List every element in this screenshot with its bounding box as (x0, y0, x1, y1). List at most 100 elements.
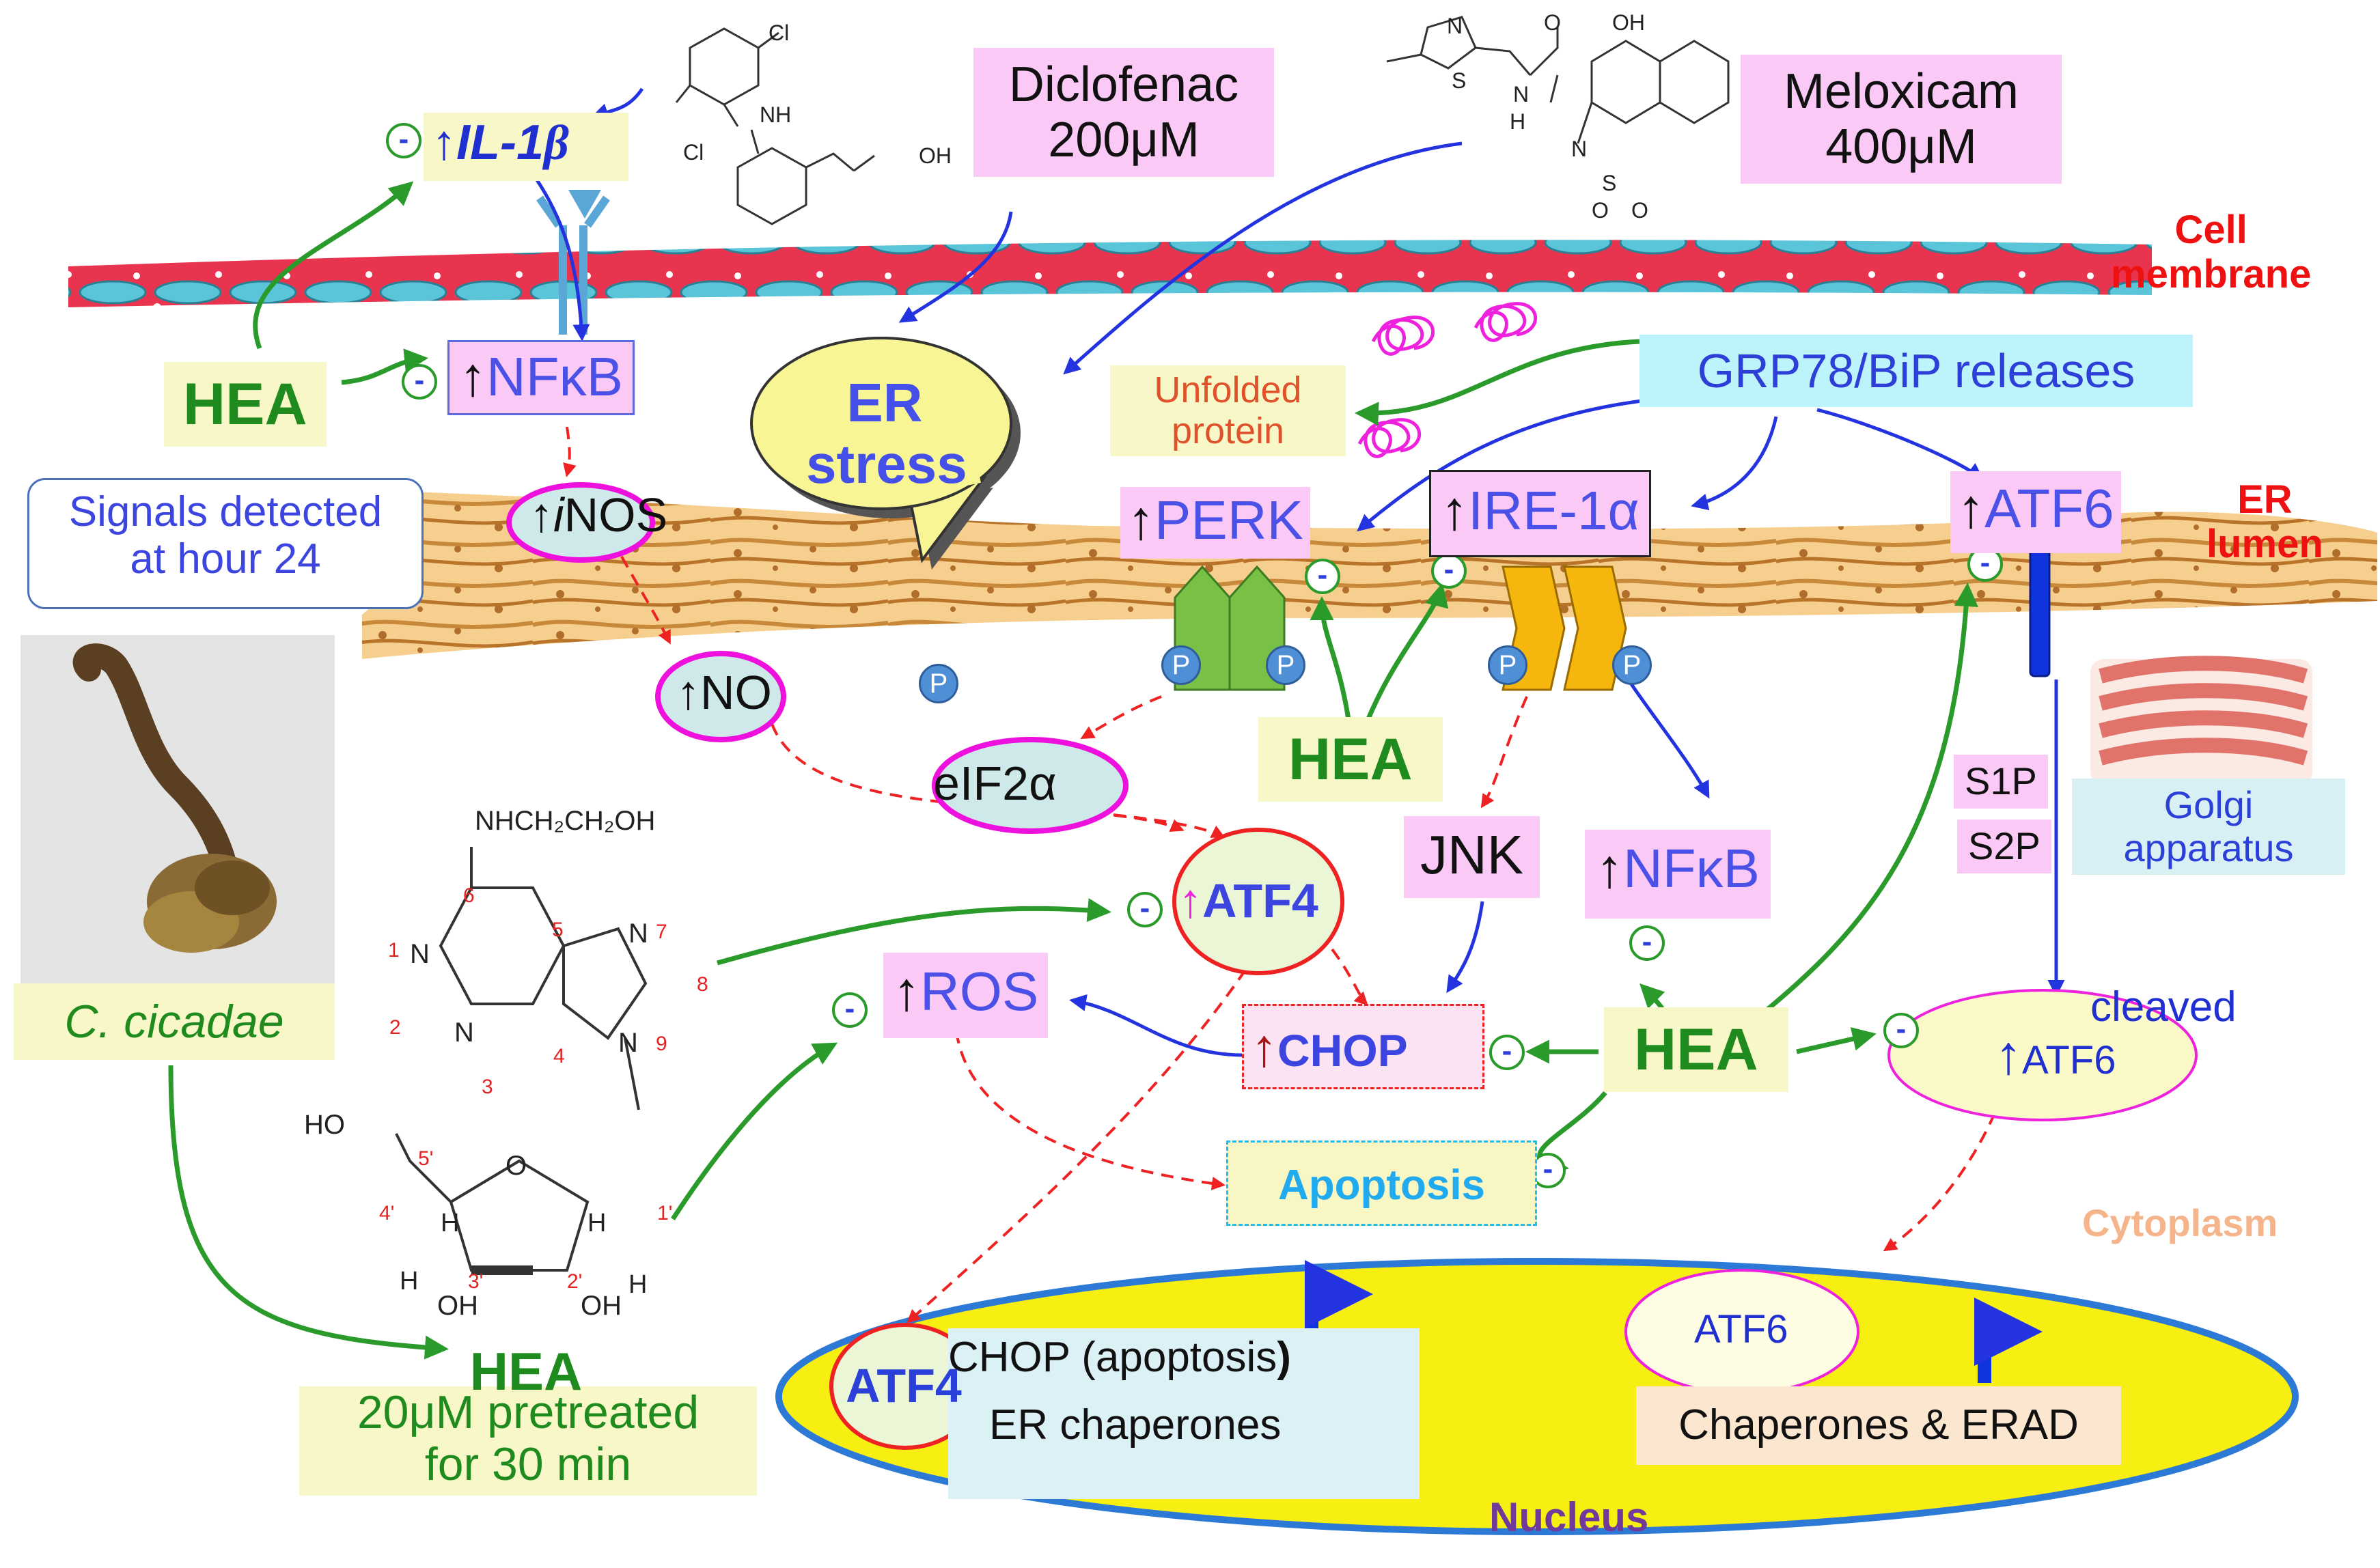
perk-box: ↑PERK (1120, 487, 1310, 559)
hea-position-number: 1 (388, 939, 400, 962)
hea-atom-h: H (400, 1267, 419, 1296)
nucleus-atf6-label: ATF6 (1694, 1307, 1788, 1352)
hea-box-top: HEA (164, 362, 327, 447)
hea-substituent: NHCH₂CH₂OH (475, 806, 656, 836)
phospho-marker: P (919, 664, 958, 703)
er-stress-bubble (750, 337, 1021, 570)
nucleus-atf4-label: ATF4 (846, 1359, 962, 1412)
inhibition-marker: - (386, 123, 421, 158)
diclofenac-structure (675, 27, 875, 225)
meloxicam-structure (1386, 16, 1730, 144)
inhibition-marker: - (1305, 559, 1340, 594)
hea-prime-number: 5' (418, 1147, 434, 1170)
chop-box: ↑CHOP (1242, 1004, 1484, 1089)
hea-dose-title: HEA (469, 1341, 583, 1401)
jnk-box: JNK (1404, 816, 1540, 898)
hea-position-number: 8 (697, 973, 708, 996)
phospho-marker: P (1488, 645, 1527, 685)
hea-structure (395, 847, 648, 1275)
il1-receptor-icon (536, 190, 610, 335)
hea-position-number: 5 (552, 919, 564, 941)
hea-position-number: 2 (389, 1016, 401, 1039)
atf6-transmembrane-icon (2029, 545, 2051, 677)
hea-prime-number: 2' (567, 1270, 583, 1293)
nucleus-label: Nucleus (1489, 1494, 1649, 1540)
hea-position-number: 3 (482, 1076, 493, 1098)
meloxicam-atom-o: O (1544, 10, 1561, 35)
hea-position-number: 7 (656, 921, 667, 943)
inhibition-marker: - (1431, 553, 1467, 589)
chaperones-erad-box: Chaperones & ERAD (1636, 1386, 2121, 1465)
cleaved-atf6-ellipse (1887, 989, 2198, 1121)
unfolded-protein-icon (1357, 302, 1537, 458)
meloxicam-atom-h: H (1510, 109, 1526, 134)
s1p-box: S1P (1954, 755, 2048, 809)
ire1a-box: ↑IRE-1α (1429, 470, 1651, 557)
inhibition-marker: - (1127, 892, 1163, 927)
hea-atom-n: N (410, 939, 430, 969)
meloxicam-atom-o: O (1631, 198, 1648, 223)
phospho-marker: P (1266, 645, 1305, 685)
hea-atom-ho: HO (304, 1110, 345, 1140)
grp78-label: GRP78/BiP releases (1639, 335, 2193, 408)
atf4-ellipse (1172, 828, 1344, 975)
no-label: ↑NO (676, 666, 772, 719)
atf4-label: ↑ATF4 (1178, 874, 1318, 927)
hea-prime-number: 1' (657, 1202, 673, 1224)
hea-atom-h: H (441, 1209, 460, 1237)
activation-arrows (524, 87, 2065, 1057)
eif2a-label: eIF2α (933, 757, 1057, 810)
eif2a-ellipse (932, 737, 1129, 834)
diclofenac-atom-nh: NH (760, 102, 792, 127)
hea-atom-oh: OH (437, 1291, 478, 1321)
hea-position-number: 6 (463, 884, 475, 907)
inhibition-marker: - (832, 992, 868, 1028)
inhibition-marker: - (1883, 1013, 1919, 1048)
phospho-marker: P (1612, 645, 1652, 685)
inhibition-marker: - (402, 364, 437, 400)
ros-box: ↑ROS (883, 953, 1049, 1038)
nfkb-top-box: ↑NFκB (447, 340, 635, 415)
hea-atom-n: N (618, 1028, 638, 1058)
hea-atom-o: O (506, 1151, 527, 1181)
inhibition-arrows (168, 181, 1978, 1360)
hea-prime-number: 3' (468, 1270, 484, 1293)
hea-atom-n: N (454, 1018, 474, 1048)
hea-prime-number: 4' (379, 1202, 395, 1224)
golgi-icon (2090, 656, 2312, 785)
hea-atom-oh: OH (581, 1291, 622, 1321)
hea-position-number: 9 (656, 1033, 667, 1055)
c-cicadae-photo (20, 635, 335, 983)
cell-membrane-band (68, 240, 2152, 307)
no-ellipse (655, 651, 786, 742)
diclofenac-atom-cl: Cl (683, 140, 704, 165)
meloxicam-atom-s: S (1602, 171, 1617, 195)
il1b-box: ↑IL-1β (424, 113, 628, 181)
atf6-top-box: ↑ATF6 (1950, 471, 2121, 553)
cleaved-atf6-label: ↑ATF6 (1995, 1024, 2116, 1085)
meloxicam-atom-n: N (1447, 14, 1463, 38)
cleaved-label: cleaved (2090, 983, 2237, 1031)
apoptosis-box: Apoptosis (1226, 1140, 1537, 1226)
c-cicadae-label: C. cicadae (14, 983, 335, 1061)
meloxicam-atom-n: N (1513, 82, 1530, 107)
inos-label: ↑iNOS (529, 488, 668, 542)
nfkb-mid-box: ↑NFκB (1585, 830, 1771, 919)
cytoplasm-label: Cytoplasm (2082, 1201, 2278, 1244)
s2p-box: S2P (1957, 820, 2051, 873)
hea-position-number: 4 (553, 1045, 565, 1067)
hea-atom-h: H (587, 1209, 607, 1237)
diclofenac-atom-cl: Cl (769, 20, 790, 45)
er-membrane-band (362, 492, 2377, 659)
meloxicam-atom-oh: OH (1612, 10, 1645, 35)
